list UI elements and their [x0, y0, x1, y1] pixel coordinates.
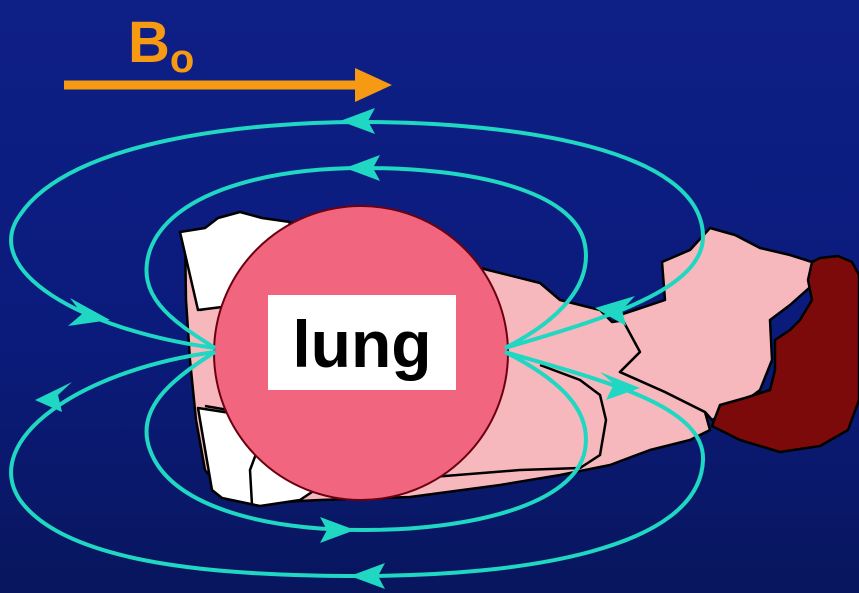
field-symbol: B [128, 10, 170, 75]
field-label: Bo [128, 10, 194, 81]
field-subscript: o [170, 37, 194, 81]
arrowhead-left-lower [35, 382, 72, 412]
field-arrow-head [355, 68, 392, 102]
lung-sphere: lung [214, 206, 508, 500]
lung-label: lung [292, 307, 431, 381]
field-direction: Bo [64, 10, 392, 102]
